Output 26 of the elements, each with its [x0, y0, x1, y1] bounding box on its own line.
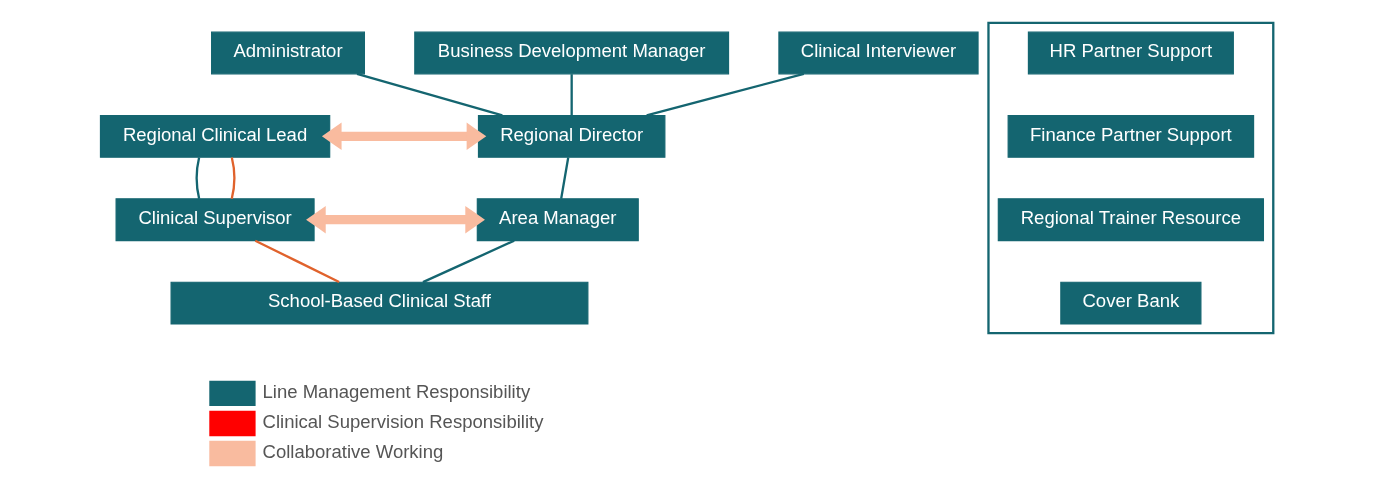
connector: [195, 156, 201, 199]
connector: [230, 156, 236, 199]
node-box: Area Manager: [476, 197, 639, 241]
node-box: Business Development Manager: [414, 31, 730, 74]
connector: [254, 239, 340, 283]
node-box: Clinical Supervisor: [115, 197, 315, 241]
cluster: [987, 21, 1275, 334]
node-box: School-Based Clinical Staff: [170, 281, 589, 324]
connector: [560, 156, 570, 199]
node-box: Regional Clinical Lead: [99, 114, 331, 158]
connector: [422, 239, 515, 283]
connector: [646, 72, 805, 116]
legend-label: Line Management Responsibility: [262, 380, 531, 402]
connector: [570, 73, 573, 115]
connector: [356, 72, 503, 116]
node-box: Regional Director: [477, 114, 666, 158]
node-box: Cover Bank: [1060, 281, 1202, 324]
node-box: Clinical Interviewer: [778, 31, 979, 74]
node-box: Finance Partner Support: [1007, 114, 1255, 158]
arrow: [321, 122, 487, 150]
legend-label: Clinical Supervision Responsibility: [262, 410, 544, 432]
legend-label: Collaborative Working: [262, 440, 444, 462]
node-box: Regional Trainer Resource: [997, 197, 1264, 241]
node-box: HR Partner Support: [1027, 31, 1234, 74]
arrow: [306, 205, 485, 233]
node-box: Administrator: [211, 31, 365, 74]
